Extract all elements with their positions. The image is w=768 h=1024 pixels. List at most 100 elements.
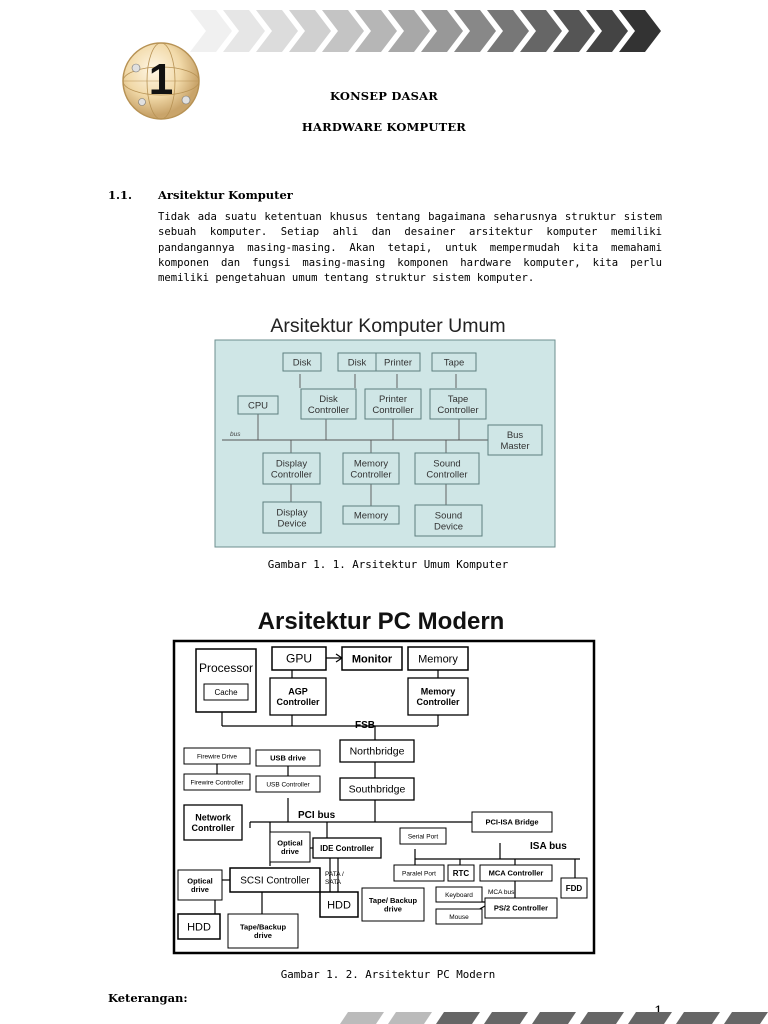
label-pata-sata-2: SATA bbox=[325, 879, 342, 886]
box-northbridge: Northbridge bbox=[339, 739, 415, 763]
box-mca-controller: MCA Controller bbox=[479, 864, 553, 882]
box-sound-controller-label: Controller bbox=[426, 469, 467, 480]
box-ps2-controller-label: PS/2 Controller bbox=[494, 904, 548, 913]
chevron-shape bbox=[388, 10, 430, 52]
chevron-shape bbox=[355, 10, 397, 52]
section-paragraph: Tidak ada suatu ketentuan khusus tentang… bbox=[158, 211, 662, 285]
box-disk-1: Disk bbox=[282, 352, 322, 372]
chevron-shape bbox=[487, 10, 529, 52]
chevron-shape bbox=[190, 10, 232, 52]
figure2-caption: Gambar 1. 2. Arsitektur PC Modern bbox=[280, 968, 496, 981]
box-memory: Memory bbox=[407, 646, 469, 671]
box-hdd-mid: HDD bbox=[319, 891, 359, 918]
box-firewire-drive: Firewire Drive bbox=[183, 747, 251, 765]
box-hdd-mid-label: HDD bbox=[327, 899, 351, 911]
box-cache-label: Cache bbox=[214, 688, 238, 697]
box-rtc: RTC bbox=[447, 864, 475, 882]
box-keyboard: Keyboard bbox=[435, 886, 483, 903]
box-printer-label: Printer bbox=[384, 357, 412, 368]
box-usb-controller-label: USB Controller bbox=[266, 781, 310, 788]
box-agp-controller-label: Controller bbox=[276, 697, 319, 707]
box-southbridge-label: Southbridge bbox=[349, 784, 406, 796]
box-hdd-left-label: HDD bbox=[187, 921, 211, 933]
chapter-number: 1 bbox=[149, 55, 173, 104]
box-scsi-controller-label: SCSI Controller bbox=[240, 876, 310, 887]
box-printer-controller-label: Controller bbox=[372, 405, 413, 416]
box-usb-drive: USB drive bbox=[255, 749, 321, 767]
box-firewire-drive-label: Firewire Drive bbox=[197, 753, 237, 760]
label-fsb: FSB bbox=[355, 720, 375, 731]
footer-chevron-banner bbox=[340, 1012, 768, 1024]
box-tape-controller-label: Tape bbox=[448, 394, 469, 405]
chevron-shape bbox=[421, 10, 463, 52]
chevron-shape bbox=[436, 1012, 480, 1024]
box-disk-1-label: Disk bbox=[293, 357, 312, 368]
box-printer-controller-label: Printer bbox=[379, 394, 407, 405]
chevron-shape bbox=[322, 10, 364, 52]
box-gpu-label: GPU bbox=[286, 652, 312, 666]
chevron-shape bbox=[388, 1012, 432, 1024]
box-rtc-label: RTC bbox=[453, 869, 470, 878]
chevron-shape bbox=[619, 10, 661, 52]
box-usb-controller: USB Controller bbox=[255, 775, 321, 793]
chevron-shape bbox=[520, 10, 562, 52]
chevron-shape bbox=[454, 10, 496, 52]
box-cpu-label: CPU bbox=[248, 400, 268, 411]
box-tape-backup-bottom-label: Tape/Backup bbox=[240, 922, 287, 931]
box-serial-port-label: Serial Port bbox=[408, 833, 439, 840]
box-hdd-left: HDD bbox=[177, 913, 221, 940]
box-firewire-controller-label: Firewire Controller bbox=[190, 779, 244, 786]
box-printer: Printer bbox=[375, 352, 421, 372]
box-memory-label: Memory bbox=[418, 653, 458, 665]
box-display-controller-label: Controller bbox=[271, 469, 312, 480]
box-mca-controller-label: MCA Controller bbox=[489, 869, 544, 878]
box-optical-drive-left-label: drive bbox=[191, 885, 209, 894]
box-memory-controller-label: Controller bbox=[416, 697, 459, 707]
figure2-title: Arsitektur PC Modern bbox=[258, 608, 505, 635]
section-title: Arsitektur Komputer bbox=[158, 188, 293, 202]
box-ide-controller-label: IDE Controller bbox=[320, 844, 374, 853]
section-number: 1.1. bbox=[108, 188, 133, 202]
box-memory-controller-label: Controller bbox=[350, 469, 391, 480]
box-cache: Cache bbox=[203, 683, 249, 701]
label-pci-bus: PCI bus bbox=[298, 810, 336, 821]
label-mca-bus: MCA bus bbox=[488, 889, 515, 896]
box-network-controller-label: Network bbox=[195, 812, 232, 822]
chevron-shape bbox=[289, 10, 331, 52]
box-processor bbox=[195, 648, 257, 713]
box-parallel-port: Paralel Port bbox=[393, 864, 445, 882]
box-disk-controller-label: Controller bbox=[308, 405, 349, 416]
figure1-caption: Gambar 1. 1. Arsitektur Umum Komputer bbox=[267, 558, 509, 571]
figure1-title: Arsitektur Komputer Umum bbox=[270, 315, 505, 337]
box-disk-controller-label: Disk bbox=[319, 394, 338, 405]
box-usb-drive-label: USB drive bbox=[270, 754, 306, 763]
box-fdd: FDD bbox=[560, 877, 588, 899]
box-memory-controller-label: Memory bbox=[354, 458, 389, 469]
box-sound-controller-label: Sound bbox=[433, 458, 460, 469]
box-memory-controller-label: Memory bbox=[421, 686, 456, 696]
chapter-title-line1: KONSEP DASAR bbox=[329, 89, 439, 103]
chevron-shape bbox=[340, 1012, 384, 1024]
chevron-shape bbox=[586, 10, 628, 52]
box-parallel-port-label: Paralel Port bbox=[402, 870, 436, 877]
figure-modern-pc-architecture: Arsitektur PC Modern bbox=[172, 608, 596, 955]
chevron-shape bbox=[484, 1012, 528, 1024]
box-mouse-label: Mouse bbox=[449, 914, 469, 921]
box-scsi-controller: SCSI Controller bbox=[229, 867, 321, 893]
box-disk-2-label: Disk bbox=[348, 357, 367, 368]
figure1-bus-label: bus bbox=[230, 431, 241, 438]
box-processor-label: Processor bbox=[199, 661, 253, 675]
box-bus-master-label: Bus bbox=[507, 430, 524, 441]
box-ide-controller: IDE Controller bbox=[312, 837, 382, 859]
chapter-title-line2: HARDWARE KOMPUTER bbox=[301, 120, 467, 134]
chevron-shape bbox=[256, 10, 298, 52]
box-network-controller-label: Controller bbox=[191, 823, 234, 833]
